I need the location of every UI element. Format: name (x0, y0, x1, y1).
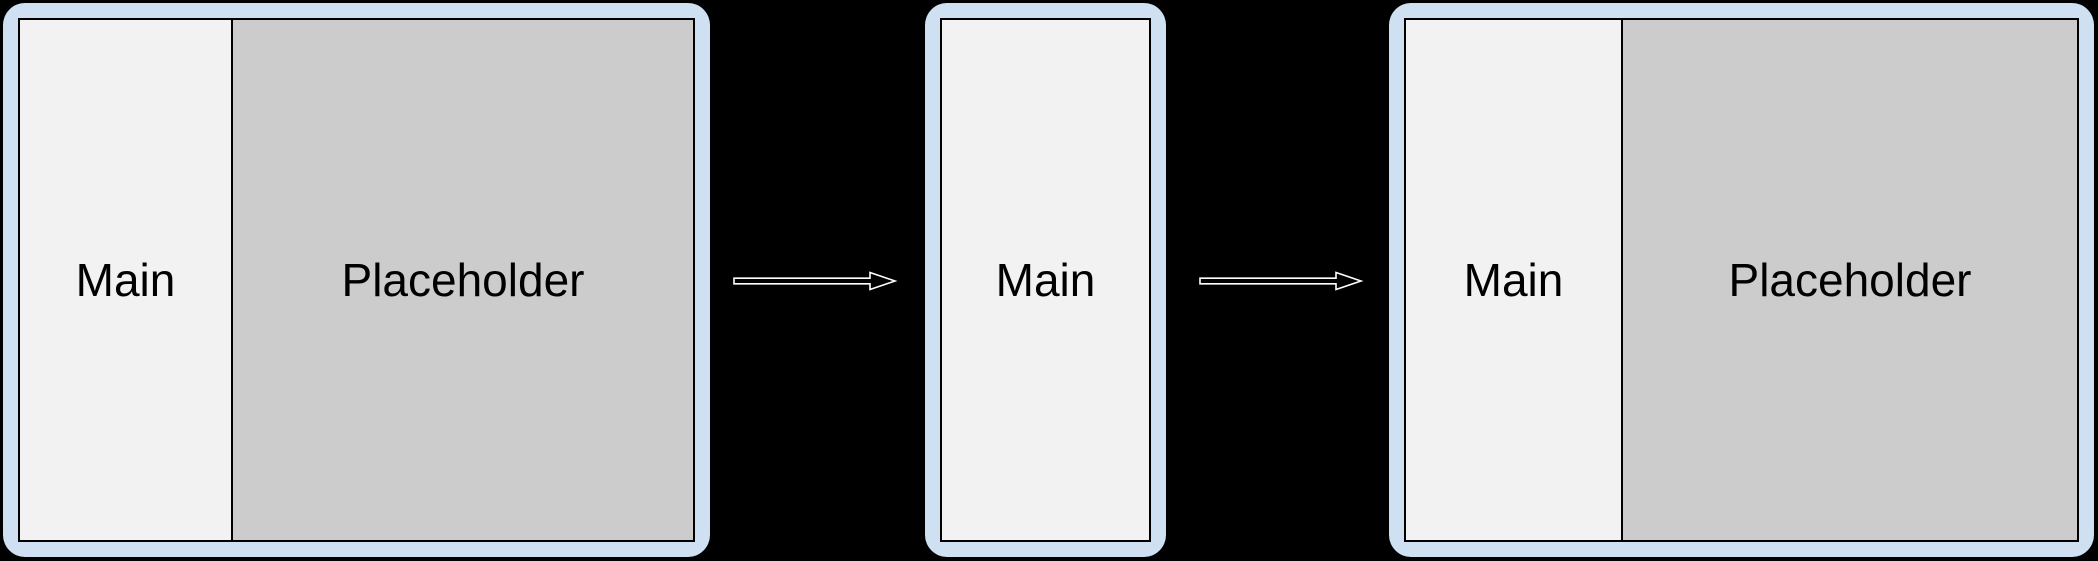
panel-wide-right-column-placeholder[interactable]: Placeholder (1621, 20, 2077, 540)
panel-narrow-middle-main-label: Main (995, 254, 1096, 306)
panel-narrow-middle[interactable]: Main (925, 3, 1166, 557)
panel-narrow-middle-inner: Main (940, 18, 1151, 542)
panel-narrow-middle-column-main[interactable]: Main (942, 20, 1149, 540)
panel-wide-right-inner: Main Placeholder (1404, 18, 2079, 542)
panel-wide-right-main-label: Main (1463, 254, 1564, 306)
panel-wide-left-inner: Main Placeholder (18, 18, 695, 542)
panel-wide-left-column-main[interactable]: Main (20, 20, 231, 540)
panel-wide-left-main-label: Main (75, 254, 176, 306)
arrow-right-1 (733, 271, 898, 291)
panel-wide-right-column-main[interactable]: Main (1406, 20, 1621, 540)
panel-wide-left-placeholder-label: Placeholder (341, 254, 585, 306)
panel-wide-right-placeholder-label: Placeholder (1728, 254, 1972, 306)
panel-wide-left-column-placeholder[interactable]: Placeholder (231, 20, 693, 540)
panel-wide-left[interactable]: Main Placeholder (3, 3, 710, 557)
arrow-right-2 (1199, 271, 1364, 291)
panel-wide-right[interactable]: Main Placeholder (1389, 3, 2094, 557)
